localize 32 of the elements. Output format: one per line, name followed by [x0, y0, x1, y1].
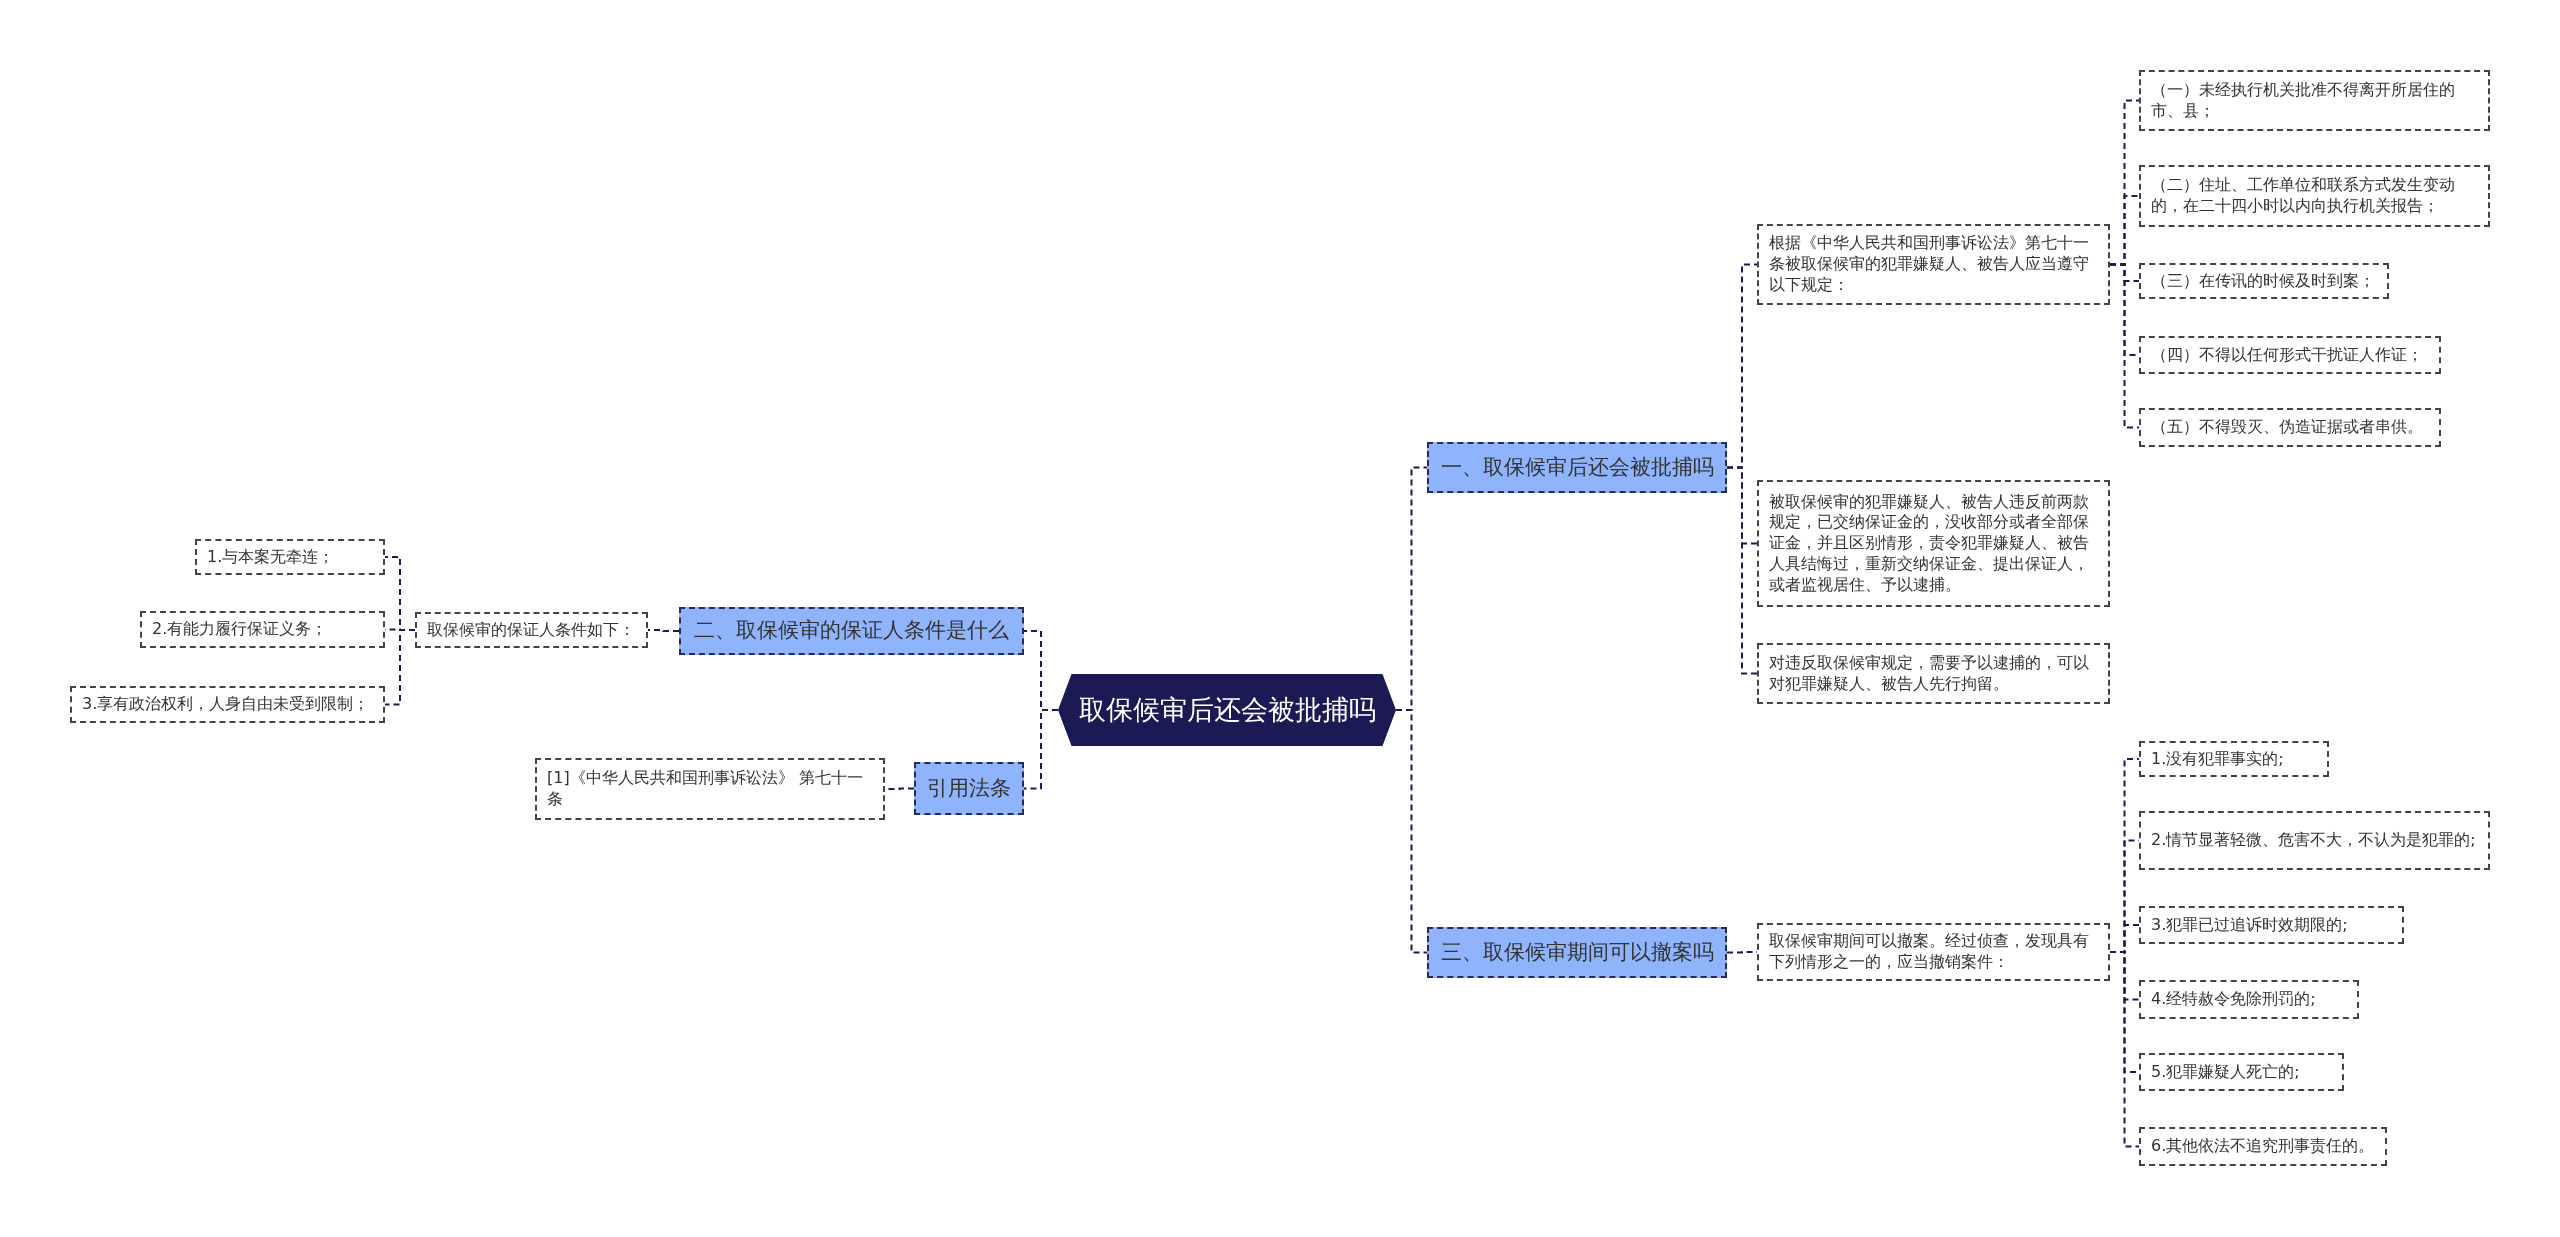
central-topic: 取保候审后还会被批捕吗 [1058, 674, 1396, 746]
connector-line [2109, 951, 2140, 1148]
text-box: 2.情节显著轻微、危害不大，不认为是犯罪的; [2139, 811, 2490, 870]
text-box: （五）不得毁灭、伪造证据或者串供。 [2139, 408, 2441, 447]
connector-line [2109, 263, 2140, 429]
text-box: [1]《中华人民共和国刑事诉讼法》 第七十一条 [535, 758, 885, 820]
topic-box: 一、取保候审后还会被批捕吗 [1427, 442, 1727, 493]
text-box: 3.享有政治权利，人身自由未受到限制； [70, 686, 385, 723]
text-box: 6.其他依法不追究刑事责任的。 [2139, 1127, 2387, 1166]
text-box: （一）未经执行机关批准不得离开所居住的市、县； [2139, 70, 2490, 131]
text-box: 根据《中华人民共和国刑事诉讼法》第七十一条被取保候审的犯罪嫌疑人、被告人应当遵守以下规定： [1757, 224, 2110, 305]
connector-line [1726, 466, 1758, 675]
text-box: 取保候审的保证人条件如下： [415, 612, 648, 648]
text-box: 被取保候审的犯罪嫌疑人、被告人违反前两款规定，已交纳保证金的，没收部分或者全部保证金，并且区别情形，责令犯罪嫌疑人、被告人具结悔过，重新交纳保证金、提出保证人，或者监视居住、予以逮捕。 [1757, 480, 2110, 607]
connector-line [647, 629, 680, 632]
text-box: 2.有能力履行保证义务； [140, 611, 385, 648]
text-box: （四）不得以任何形式干扰证人作证； [2139, 336, 2441, 374]
text-box: （二）住址、工作单位和联系方式发生变动的，在二十四小时以内向执行机关报告； [2139, 165, 2490, 227]
text-box: 1.与本案无牵连； [195, 539, 385, 575]
text-box: 取保候审期间可以撤案。经过侦查，发现具有下列情形之一的，应当撤销案件： [1757, 923, 2110, 981]
connector-line [384, 629, 416, 706]
topic-box: 引用法条 [914, 762, 1024, 815]
text-box: 4.经特赦令免除刑罚的; [2139, 980, 2359, 1019]
text-box: 3.犯罪已过追诉时效期限的; [2139, 906, 2404, 944]
connector-line [1395, 709, 1428, 954]
topic-box: 三、取保候审期间可以撤案吗 [1427, 927, 1727, 978]
text-box: （三）在传讯的时候及时到案； [2139, 263, 2389, 299]
topic-box: 二、取保候审的保证人条件是什么 [679, 607, 1024, 655]
text-box: 1.没有犯罪事实的; [2139, 741, 2329, 777]
text-box: 5.犯罪嫌疑人死亡的; [2139, 1053, 2344, 1091]
connector-line [1023, 709, 1059, 790]
text-box: 对违反取保候审规定，需要予以逮捕的，可以对犯罪嫌疑人、被告人先行拘留。 [1757, 643, 2110, 704]
